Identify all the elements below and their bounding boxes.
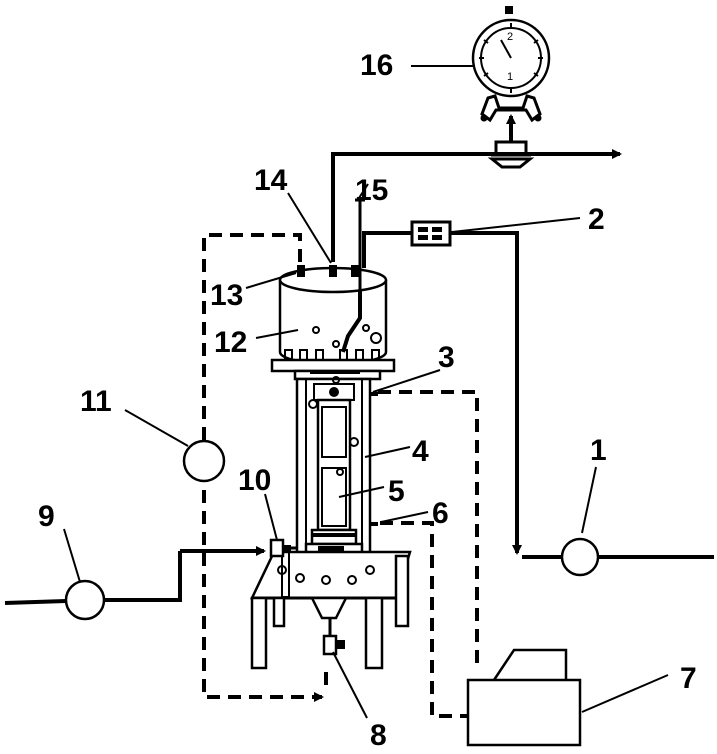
exhaust-pipe: [331, 149, 622, 262]
pressure-cell: [295, 376, 372, 574]
label-9: 9: [38, 500, 55, 533]
dial-gauge: 2 1: [471, 6, 551, 142]
label-11: 11: [80, 385, 112, 418]
top-flange: [270, 349, 396, 381]
label-3: 3: [438, 341, 455, 374]
heating-return-line: [450, 231, 522, 555]
leader-lines: [63, 65, 669, 719]
controller-lead: [362, 231, 412, 268]
label-10: 10: [238, 464, 271, 497]
upper-chamber: [278, 198, 388, 366]
temperature-controller: [410, 220, 452, 247]
pump-1: [560, 537, 600, 577]
signal-line-6: [380, 521, 468, 718]
drain-valve: [322, 618, 345, 656]
label-2: 2: [588, 203, 605, 236]
label-15: 15: [355, 174, 388, 207]
sensor-11: [182, 439, 226, 483]
inlet-pipe-a: [103, 551, 182, 602]
gauge-number-upper: 2: [507, 31, 513, 43]
support-stand: [250, 550, 412, 670]
inlet-valve: [269, 538, 298, 558]
label-8: 8: [370, 719, 387, 752]
gauge-number-lower: 1: [507, 71, 513, 83]
label-13: 13: [210, 279, 243, 312]
label-14: 14: [254, 164, 288, 197]
label-5: 5: [388, 475, 405, 508]
label-1: 1: [590, 434, 607, 467]
label-7: 7: [680, 662, 697, 695]
data-logger: [466, 648, 582, 747]
label-4: 4: [412, 435, 429, 468]
label-6: 6: [432, 497, 449, 530]
label-16: 16: [360, 49, 393, 82]
label-12: 12: [214, 326, 247, 359]
signal-line-3: [378, 390, 479, 668]
pump9-feed: [4, 599, 67, 605]
pump-9: [64, 579, 106, 621]
